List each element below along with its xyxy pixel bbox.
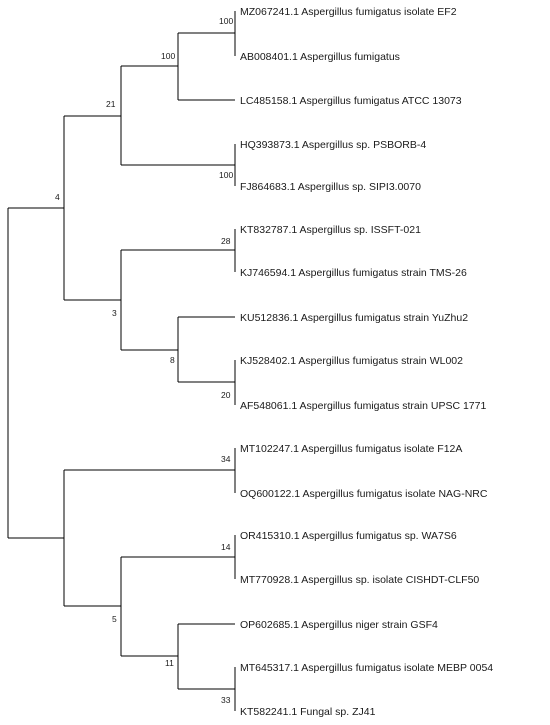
bootstrap-value: 21 (106, 99, 116, 109)
leaf-label: AF548061.1 Aspergillus fumigatus strain … (240, 400, 486, 412)
leaf-label: LC485158.1 Aspergillus fumigatus ATCC 13… (240, 95, 462, 107)
tree-branches (7, 11, 236, 711)
bootstrap-value: 11 (165, 658, 174, 668)
bootstrap-value: 100 (219, 16, 233, 26)
leaf-labels: MZ067241.1 Aspergillus fumigatus isolate… (240, 6, 493, 718)
bootstrap-value: 100 (219, 170, 233, 180)
leaf-label: KT582241.1 Fungal sp. ZJ41 (240, 706, 376, 718)
bootstrap-value: 34 (221, 454, 231, 464)
leaf-label: MT645317.1 Aspergillus fumigatus isolate… (240, 662, 493, 674)
bootstrap-value: 5 (112, 614, 117, 624)
leaf-label: FJ864683.1 Aspergillus sp. SIPI3.0070 (240, 181, 421, 193)
bootstrap-value: 8 (170, 355, 175, 365)
bootstrap-value: 4 (55, 192, 60, 202)
leaf-label: MT102247.1 Aspergillus fumigatus isolate… (240, 443, 462, 455)
leaf-label: OR415310.1 Aspergillus fumigatus sp. WA7… (240, 530, 457, 542)
leaf-label: OQ600122.1 Aspergillus fumigatus isolate… (240, 488, 488, 500)
bootstrap-value: 20 (221, 390, 231, 400)
bootstrap-value: 33 (221, 695, 231, 705)
bootstrap-value: 100 (161, 51, 175, 61)
leaf-label: AB008401.1 Aspergillus fumigatus (240, 51, 400, 63)
leaf-label: MZ067241.1 Aspergillus fumigatus isolate… (240, 6, 457, 18)
leaf-label: MT770928.1 Aspergillus sp. isolate CISHD… (240, 574, 479, 586)
leaf-label: KT832787.1 Aspergillus sp. ISSFT-021 (240, 224, 421, 236)
leaf-label: HQ393873.1 Aspergillus sp. PSBORB-4 (240, 139, 426, 151)
leaf-label: KU512836.1 Aspergillus fumigatus strain … (240, 312, 468, 324)
leaf-label: KJ528402.1 Aspergillus fumigatus strain … (240, 355, 463, 367)
bootstrap-value: 28 (221, 236, 231, 246)
bootstrap-value: 3 (112, 308, 117, 318)
bootstrap-value: 14 (221, 542, 231, 552)
leaf-label: OP602685.1 Aspergillus niger strain GSF4 (240, 619, 438, 631)
leaf-label: KJ746594.1 Aspergillus fumigatus strain … (240, 267, 467, 279)
bootstrap-values: 100 100 21 100 4 28 3 8 20 34 14 5 11 33 (55, 16, 233, 705)
